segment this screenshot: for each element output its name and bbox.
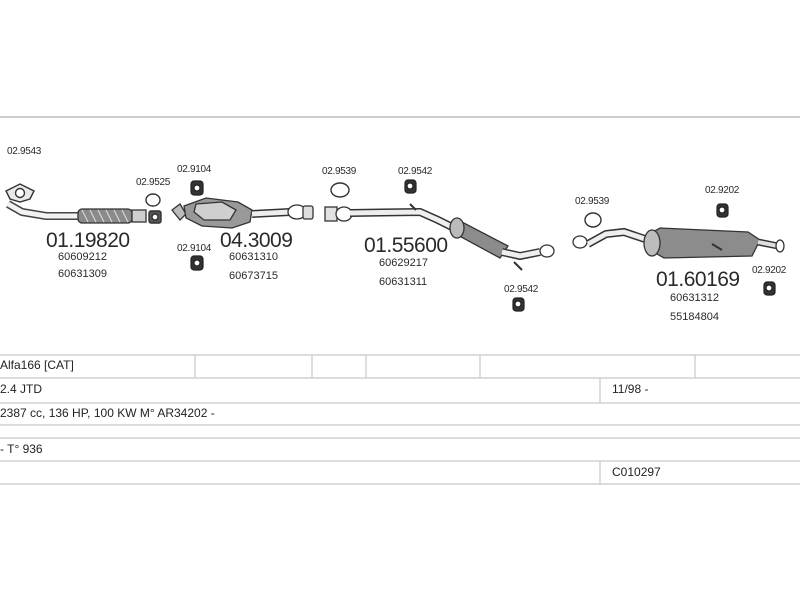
catalytic-converter-part — [171, 197, 314, 229]
oem-number: 60673715 — [229, 270, 278, 282]
vehicle-date: 11/98 - — [612, 382, 649, 396]
oem-number: 60609212 — [58, 251, 107, 263]
clamp-label: 02.9104 — [177, 243, 212, 254]
clamp-02-9202-bottom — [763, 281, 776, 296]
part-number[interactable]: 04.3009 — [220, 229, 293, 252]
oem-number: 60629217 — [379, 257, 428, 269]
clamp-02-9525 — [145, 193, 162, 224]
clamp-02-9202-top — [716, 203, 729, 218]
clamp-label: 02.9542 — [398, 166, 433, 177]
vehicle-specs: 2387 cc, 136 HP, 100 KW M° AR34202 - — [0, 406, 215, 420]
vehicle-type: - T° 936 — [0, 442, 43, 456]
front-pipe-part — [6, 200, 147, 224]
part-number[interactable]: 01.19820 — [46, 229, 130, 252]
vehicle-model: Alfa166 [CAT] — [0, 358, 74, 372]
oem-number: 60631309 — [58, 268, 107, 280]
vehicle-engine: 2.4 JTD — [0, 382, 43, 396]
oem-number: 60631312 — [670, 292, 719, 304]
oem-number: 60631311 — [379, 276, 428, 288]
vehicle-code: C010297 — [612, 465, 661, 479]
clamp-label: 02.9202 — [752, 265, 787, 276]
part-number[interactable]: 01.55600 — [364, 234, 448, 257]
clamp-02-9542-bottom — [512, 297, 525, 312]
clamp-02-9104-top — [190, 180, 204, 196]
clamp-02-9104-bottom — [190, 255, 204, 271]
clamp-label: 02.9539 — [575, 196, 610, 207]
rear-silencer-part — [572, 227, 785, 259]
clamp-label: 02.9525 — [136, 177, 171, 188]
clamp-label: 02.9542 — [504, 284, 539, 295]
table-grid — [0, 354, 800, 485]
part-number[interactable]: 01.60169 — [656, 268, 740, 291]
clamp-02-9539-a — [330, 182, 350, 198]
center-silencer-part — [324, 203, 555, 271]
front-pipe-gasket — [5, 183, 35, 203]
clamp-02-9542-top — [404, 179, 417, 194]
oem-number: 55184804 — [670, 311, 719, 323]
clamp-label: 02.9104 — [177, 164, 212, 175]
clamp-label: 02.9543 — [7, 146, 42, 157]
oem-number: 60631310 — [229, 251, 278, 263]
clamp-label: 02.9202 — [705, 185, 740, 196]
clamp-02-9539-b — [584, 212, 602, 228]
clamp-label: 02.9539 — [322, 166, 357, 177]
